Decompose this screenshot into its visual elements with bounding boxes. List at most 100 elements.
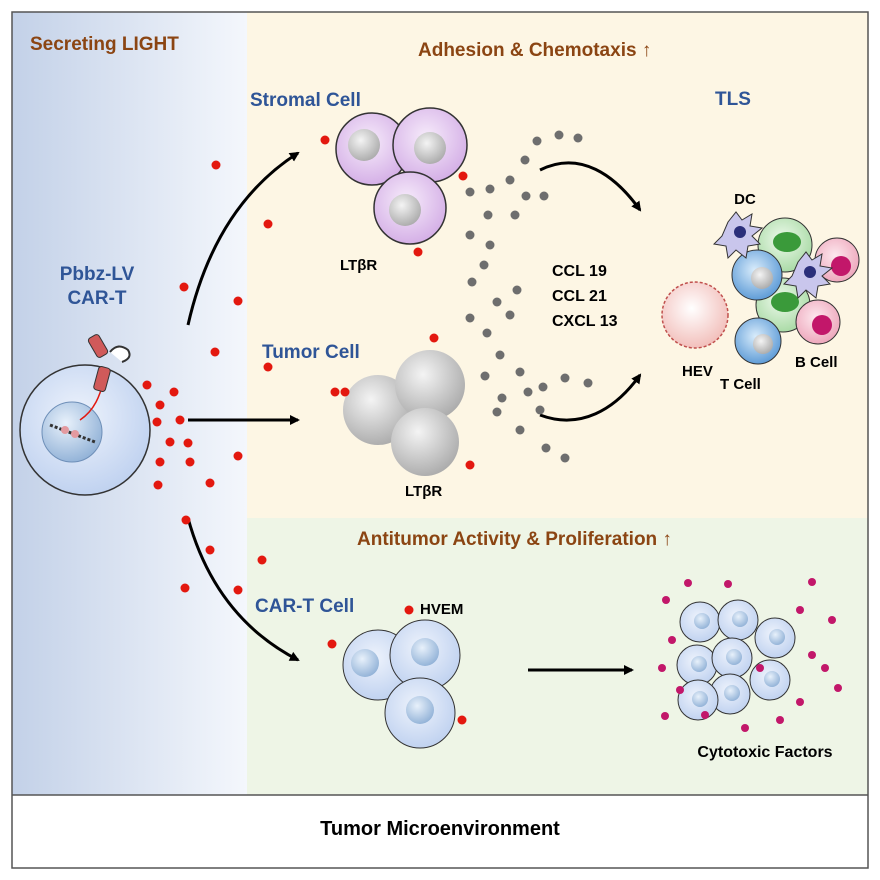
light-dot bbox=[211, 160, 221, 170]
cytotoxic-factors-label: Cytotoxic Factors bbox=[697, 744, 832, 761]
left-title: Secreting LIGHT bbox=[30, 34, 179, 55]
arrow-to-tls-bottom bbox=[539, 373, 642, 422]
chemokine-dot bbox=[523, 387, 533, 397]
light-dot bbox=[165, 437, 175, 447]
chemokine-dot bbox=[520, 155, 530, 165]
cytotoxic-dot bbox=[756, 664, 764, 672]
light-dot bbox=[155, 457, 165, 467]
chemokine-dot bbox=[515, 425, 525, 435]
t-cell-label: T Cell bbox=[720, 376, 761, 393]
light-dot bbox=[263, 362, 273, 372]
chemokine-label: CCL 21 bbox=[552, 288, 607, 305]
chemokine-dot bbox=[560, 453, 570, 463]
dc-label: DC bbox=[734, 191, 756, 208]
car-t-cells-icon bbox=[327, 605, 467, 749]
hev-icon bbox=[661, 281, 729, 349]
light-dot bbox=[175, 415, 185, 425]
light-dot bbox=[263, 219, 273, 229]
chemokine-dot bbox=[485, 240, 495, 250]
cytotoxic-dot bbox=[821, 664, 829, 672]
light-dot bbox=[179, 282, 189, 292]
chemokine-dot bbox=[479, 260, 489, 270]
cytotoxic-dot bbox=[658, 664, 666, 672]
light-dot bbox=[183, 438, 193, 448]
chemokine-dot bbox=[539, 191, 549, 201]
chemokine-dot bbox=[510, 210, 520, 220]
chemokine-dot bbox=[480, 371, 490, 381]
chemokine-dot bbox=[482, 328, 492, 338]
hvem-label: HVEM bbox=[420, 601, 463, 618]
chemokine-dot bbox=[497, 393, 507, 403]
cytotoxic-dot bbox=[776, 716, 784, 724]
b-cell-label: B Cell bbox=[795, 354, 838, 371]
car-t-cell-label: CAR-T Cell bbox=[255, 596, 354, 617]
chemokine-dot bbox=[465, 313, 475, 323]
top-title: Adhesion & Chemotaxis ↑ bbox=[418, 40, 651, 61]
car-t-nucleus bbox=[694, 613, 710, 629]
chemokine-label: CXCL 13 bbox=[552, 313, 618, 330]
chemokine-dot bbox=[505, 175, 515, 185]
cytotoxic-dot bbox=[741, 724, 749, 732]
car-t-nucleus bbox=[724, 685, 740, 701]
cytotoxic-dot bbox=[662, 596, 670, 604]
chemokine-dot bbox=[492, 297, 502, 307]
cytotoxic-dot bbox=[684, 579, 692, 587]
arrow-to-car-t bbox=[186, 517, 300, 662]
light-dot bbox=[257, 555, 267, 565]
light-dot bbox=[181, 515, 191, 525]
cytotoxic-dot bbox=[724, 580, 732, 588]
light-dot bbox=[210, 347, 220, 357]
car-t-nucleus bbox=[732, 611, 748, 627]
ltbr-label-top: LTβR bbox=[340, 257, 377, 274]
light-dot bbox=[153, 480, 163, 490]
car-t-nucleus bbox=[726, 649, 742, 665]
chemokine-dot bbox=[515, 367, 525, 377]
stromal-cells-icon bbox=[320, 107, 468, 257]
light-dot bbox=[233, 296, 243, 306]
car-t-nucleus bbox=[692, 691, 708, 707]
arrow-to-tls-top bbox=[539, 161, 642, 212]
chemokine-dot bbox=[465, 187, 475, 197]
chemokine-label: CCL 19 bbox=[552, 263, 607, 280]
cytotoxic-dot bbox=[828, 616, 836, 624]
chemokine-dot bbox=[583, 378, 593, 388]
chemokine-dot bbox=[532, 136, 542, 146]
chemokine-dot bbox=[495, 350, 505, 360]
chemokine-dots bbox=[465, 130, 593, 463]
chemokine-dot bbox=[505, 310, 515, 320]
car-t-nucleus bbox=[764, 671, 780, 687]
chemokine-dot bbox=[573, 133, 583, 143]
chemokine-dot bbox=[535, 405, 545, 415]
cytotoxic-dot bbox=[834, 684, 842, 692]
light-dot bbox=[233, 451, 243, 461]
cytotoxic-dot bbox=[701, 711, 709, 719]
car-t-nucleus bbox=[691, 656, 707, 672]
car-t-label-line2: CAR-T bbox=[67, 288, 126, 309]
outer-border bbox=[11, 11, 869, 869]
tls-label: TLS bbox=[715, 89, 751, 110]
chemokine-dot bbox=[554, 130, 564, 140]
chemokine-dot bbox=[538, 382, 548, 392]
car-t-cell-icon bbox=[19, 334, 151, 496]
light-dot bbox=[169, 387, 179, 397]
chemokine-dot bbox=[541, 443, 551, 453]
tumor-cell-label: Tumor Cell bbox=[262, 342, 360, 363]
light-dot bbox=[185, 457, 195, 467]
cytotoxic-dot bbox=[668, 636, 676, 644]
cytotoxic-dots bbox=[658, 578, 842, 732]
bottom-title: Antitumor Activity & Proliferation ↑ bbox=[357, 529, 672, 550]
hev-label: HEV bbox=[682, 363, 713, 380]
cytotoxic-dot bbox=[661, 712, 669, 720]
light-dot bbox=[142, 380, 152, 390]
arrow-to-stromal bbox=[186, 151, 300, 326]
light-dot bbox=[233, 585, 243, 595]
light-dot bbox=[152, 417, 162, 427]
chemokine-dot bbox=[485, 184, 495, 194]
light-dot bbox=[180, 583, 190, 593]
cytotoxic-dot bbox=[796, 698, 804, 706]
light-dots bbox=[142, 160, 273, 595]
cytotoxic-dot bbox=[808, 578, 816, 586]
chemokine-dot bbox=[465, 230, 475, 240]
chemokine-dot bbox=[560, 373, 570, 383]
